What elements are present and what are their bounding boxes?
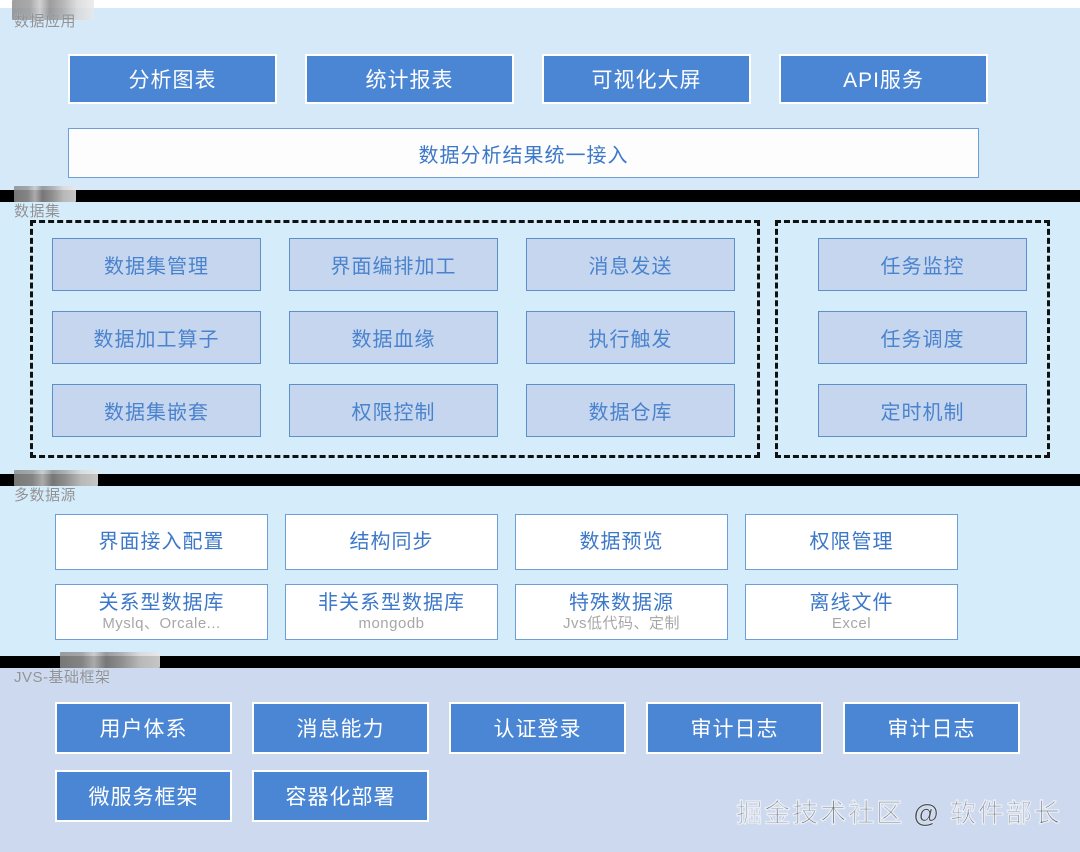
dataset-core-grid: 数据集管理 界面编排加工 消息发送 数据加工算子 数据血缘 执行触发 数据集嵌套…: [52, 238, 735, 437]
multi-datasource-grid: 界面接入配置 结构同步 数据预览 权限管理 关系型数据库 Myslq、Orcal…: [55, 514, 958, 640]
divider-source-base: [0, 656, 1080, 668]
label-smudge-dataset: [14, 186, 76, 202]
box-data-preview[interactable]: 数据预览: [515, 514, 728, 570]
box-ui-access-configuration[interactable]: 界面接入配置: [55, 514, 268, 570]
box-subtitle: mongodb: [358, 614, 425, 632]
button-containerized-deployment[interactable]: 容器化部署: [252, 770, 429, 822]
box-ui-orchestration-processing[interactable]: 界面编排加工: [289, 238, 498, 291]
box-timing-mechanism[interactable]: 定时机制: [818, 384, 1027, 437]
box-permission-management[interactable]: 权限管理: [745, 514, 958, 570]
dashed-group-task: [775, 220, 1050, 458]
box-permission-control[interactable]: 权限控制: [289, 384, 498, 437]
box-data-processing-operator[interactable]: 数据加工算子: [52, 311, 261, 364]
button-user-system[interactable]: 用户体系: [55, 702, 232, 754]
box-data-warehouse[interactable]: 数据仓库: [526, 384, 735, 437]
box-structure-sync[interactable]: 结构同步: [285, 514, 498, 570]
box-data-lineage[interactable]: 数据血缘: [289, 311, 498, 364]
box-message-sending[interactable]: 消息发送: [526, 238, 735, 291]
box-subtitle: Jvs低代码、定制: [562, 614, 680, 632]
section-data-application: 数据应用 分析图表 统计报表 可视化大屏 API服务 数据分析结果统一接入: [0, 0, 1080, 190]
task-group-grid: 任务监控 任务调度 定时机制: [818, 238, 1027, 437]
button-message-capability[interactable]: 消息能力: [252, 702, 429, 754]
base-framework-grid: 用户体系 消息能力 认证登录 审计日志 审计日志 微服务框架 容器化部署: [55, 702, 1020, 822]
box-title: 特殊数据源: [569, 591, 674, 614]
button-api-service[interactable]: API服务: [779, 54, 988, 104]
label-smudge-source: [14, 470, 98, 486]
section-jvs-base-framework: JVS-基础框架 用户体系 消息能力 认证登录 审计日志 审计日志 微服务框架 …: [0, 652, 1080, 852]
divider-dataset-source: [0, 474, 1080, 486]
box-title: 关系型数据库: [98, 591, 225, 614]
label-smudge-base: [60, 652, 160, 668]
box-dataset-nesting[interactable]: 数据集嵌套: [52, 384, 261, 437]
button-visualization-dashboard[interactable]: 可视化大屏: [542, 54, 751, 104]
box-subtitle: Myslq、Orcale...: [102, 614, 221, 632]
box-title: 非关系型数据库: [318, 591, 465, 614]
banner-unified-analysis-access[interactable]: 数据分析结果统一接入: [68, 128, 979, 178]
box-relational-database[interactable]: 关系型数据库 Myslq、Orcale...: [55, 584, 268, 640]
divider-app-dataset: [0, 190, 1080, 202]
button-authentication-login[interactable]: 认证登录: [449, 702, 626, 754]
section-dataset: 数据集 数据集管理 界面编排加工 消息发送 数据加工算子 数据血缘 执行触发 数…: [0, 186, 1080, 474]
box-title: 结构同步: [349, 530, 434, 553]
box-title: 界面接入配置: [98, 530, 225, 553]
button-audit-log-1[interactable]: 审计日志: [646, 702, 823, 754]
box-special-datasource[interactable]: 特殊数据源 Jvs低代码、定制: [515, 584, 728, 640]
section-label-dataset: 数据集: [14, 203, 61, 220]
section-multi-datasource: 多数据源 界面接入配置 结构同步 数据预览 权限管理 关系型数据库 Myslq、…: [0, 470, 1080, 656]
box-title: 权限管理: [809, 530, 894, 553]
section-label-jvs-base-framework: JVS-基础框架: [14, 669, 111, 686]
button-statistical-report[interactable]: 统计报表: [305, 54, 514, 104]
box-title: 离线文件: [809, 591, 894, 614]
button-analysis-chart[interactable]: 分析图表: [68, 54, 277, 104]
section-label-data-application: 数据应用: [14, 13, 77, 30]
data-application-button-row: 分析图表 统计报表 可视化大屏 API服务: [68, 54, 988, 104]
watermark-attribution: 掘金技术社区 @ 软件部长: [736, 798, 1062, 829]
box-task-monitoring[interactable]: 任务监控: [818, 238, 1027, 291]
box-execution-trigger[interactable]: 执行触发: [526, 311, 735, 364]
box-task-scheduling[interactable]: 任务调度: [818, 311, 1027, 364]
button-microservice-framework[interactable]: 微服务框架: [55, 770, 232, 822]
label-smudge-app: [12, 0, 94, 20]
button-audit-log-2[interactable]: 审计日志: [843, 702, 1020, 754]
box-title: 数据预览: [579, 530, 664, 553]
box-nonrelational-database[interactable]: 非关系型数据库 mongodb: [285, 584, 498, 640]
box-offline-file[interactable]: 离线文件 Excel: [745, 584, 958, 640]
box-dataset-management[interactable]: 数据集管理: [52, 238, 261, 291]
box-subtitle: Excel: [831, 614, 872, 632]
dashed-group-dataset-core: [30, 220, 760, 458]
section-label-multi-datasource: 多数据源: [14, 487, 77, 504]
